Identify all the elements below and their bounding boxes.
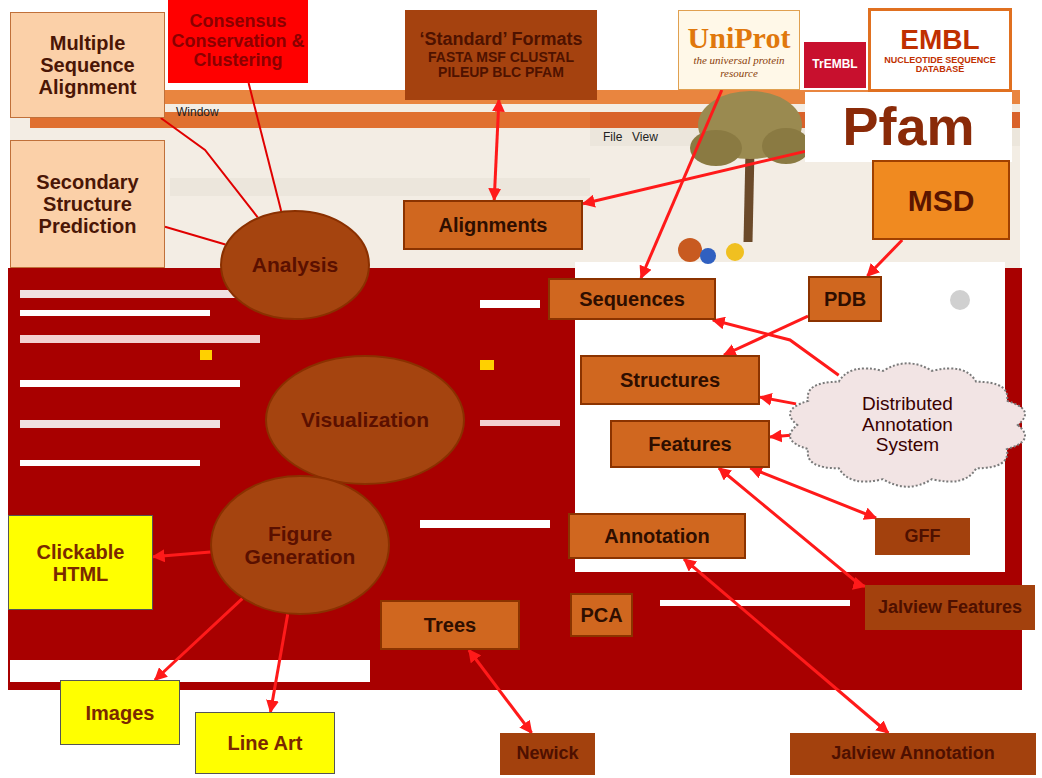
flow-arrow: [867, 240, 902, 276]
node-label: Visualization: [287, 408, 443, 431]
data-box: Sequences: [548, 278, 716, 320]
link-line: [161, 118, 258, 217]
tool-box: Consensus Conservation & Clustering: [168, 0, 308, 83]
output-box: Clickable HTML: [8, 515, 153, 610]
tool-box: Secondary Structure Prediction: [10, 140, 165, 268]
database-logo: TrEMBL: [804, 42, 866, 88]
link-line: [249, 83, 282, 211]
sequence-row: [480, 300, 540, 308]
file-format-box: Newick: [500, 733, 595, 775]
flow-arrow: [494, 100, 499, 200]
service-cloud: Distributed Annotation System: [785, 362, 1030, 488]
file-format-box: GFF: [875, 518, 970, 555]
flow-arrow: [724, 316, 808, 355]
node-label: Annotation: [573, 525, 741, 547]
data-box: Structures: [580, 355, 760, 405]
node-label: TrEMBL: [805, 58, 865, 71]
node-label: Trees: [385, 614, 515, 636]
protein-structure: [726, 243, 744, 261]
data-box: Features: [610, 420, 770, 468]
sequence-row: [20, 460, 200, 466]
node-label: Images: [65, 702, 175, 724]
node-label: Secondary Structure Prediction: [15, 171, 160, 237]
data-box: PCA: [570, 593, 633, 637]
flow-arrow: [583, 151, 805, 203]
flow-arrow: [770, 435, 790, 437]
data-box: Alignments: [403, 200, 583, 250]
flow-arrow: [684, 559, 888, 733]
protein-structure: [700, 248, 716, 264]
node-label: Sequences: [553, 288, 711, 310]
ellipse-outline: [211, 476, 389, 614]
node-label: PCA: [575, 604, 628, 626]
status-strip: [10, 660, 370, 682]
tool-box: Multiple Sequence Alignment: [10, 12, 165, 118]
database-logo: EMBLNUCLEOTIDE SEQUENCE DATABASE: [868, 8, 1012, 92]
database-logo: UniProtthe universal protein resource: [678, 10, 800, 90]
colour-cell: [200, 350, 212, 360]
node-label: Jalview Features: [868, 598, 1032, 618]
flow-arrow: [271, 614, 288, 712]
node-label: Analysis: [242, 253, 348, 276]
menu-label: File: [603, 130, 622, 144]
flow-arrow: [641, 90, 722, 278]
node-label: Clickable HTML: [13, 541, 148, 585]
file-format-box: Jalview Annotation: [790, 733, 1036, 775]
node-subtitle: the universal protein resource: [681, 54, 797, 78]
flow-arrow: [469, 650, 532, 733]
node-subtitle: NUCLEOTIDE SEQUENCE DATABASE: [873, 56, 1007, 76]
node-label: PDB: [813, 288, 877, 310]
sequence-row: [20, 420, 220, 428]
node-label: GFF: [878, 527, 967, 547]
sequence-row: [20, 380, 240, 387]
flow-arrow: [153, 552, 211, 557]
database-logo: MSD: [872, 160, 1010, 240]
node-label: Consensus Conservation & Clustering: [171, 12, 305, 71]
node-label: Multiple Sequence Alignment: [15, 32, 160, 98]
node-label: Newick: [503, 744, 592, 764]
node-subtitle: FASTA MSF CLUSTAL PILEUP BLC PFAM: [409, 50, 593, 81]
protein-structure: [950, 290, 970, 310]
ellipse-outline: [221, 211, 369, 319]
format-box: ‘Standard’ FormatsFASTA MSF CLUSTAL PILE…: [405, 10, 597, 100]
node-label: Alignments: [408, 214, 578, 236]
link-line: [165, 227, 225, 245]
data-box: Trees: [380, 600, 520, 650]
node-label: Distributed Annotation System: [843, 394, 972, 457]
output-box: Line Art: [195, 712, 335, 774]
node-label: Line Art: [200, 732, 330, 754]
node-label: MSD: [876, 184, 1006, 217]
activity-ellipse: Figure Generation: [210, 475, 390, 615]
node-label: Features: [615, 433, 765, 455]
database-logo: Pfam: [805, 92, 1012, 162]
file-format-box: Jalview Features: [865, 585, 1035, 630]
node-label: UniProt: [681, 21, 797, 54]
flow-arrow: [760, 397, 796, 404]
sequence-row: [480, 420, 560, 426]
cloud-outline: [790, 363, 1025, 486]
menu-label: View: [632, 130, 658, 144]
sequence-row: [660, 600, 850, 606]
activity-ellipse: Visualization: [265, 355, 465, 485]
node-label: Structures: [585, 369, 755, 391]
data-box: Annotation: [568, 513, 746, 559]
node-label: EMBL: [873, 25, 1007, 56]
ellipse-outline: [266, 356, 464, 484]
sequence-row: [20, 335, 260, 343]
colour-cell: [480, 360, 494, 370]
activity-ellipse: Analysis: [220, 210, 370, 320]
sequence-row: [420, 520, 550, 528]
output-box: Images: [60, 680, 180, 745]
data-box: PDB: [808, 276, 882, 322]
protein-structure: [678, 238, 702, 262]
node-label: Jalview Annotation: [793, 744, 1033, 764]
menu-label: Window: [176, 105, 219, 119]
node-label: Pfam: [805, 97, 1012, 156]
node-label: Figure Generation: [232, 522, 368, 568]
flow-arrow: [155, 599, 242, 680]
node-label: ‘Standard’ Formats: [409, 30, 593, 50]
sequence-row: [20, 290, 250, 298]
sequence-row: [20, 310, 210, 316]
